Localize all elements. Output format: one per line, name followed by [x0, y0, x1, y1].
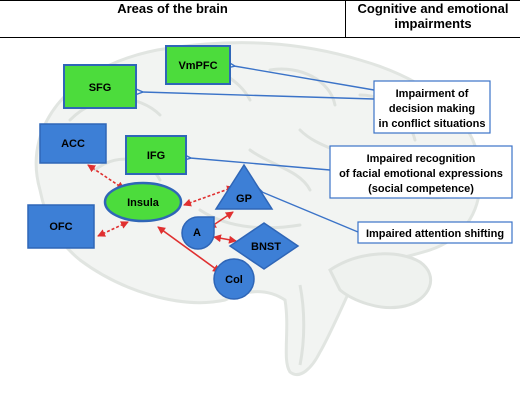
arrow-recognition-to-ifg [190, 158, 331, 171]
region-sfg-label: SFG [89, 82, 112, 94]
region-ofc: OFC [27, 204, 95, 249]
note-recognition-line3: (social competence) [368, 183, 474, 195]
region-vmpfc: VmPFC [165, 45, 231, 85]
header-impairments: Cognitive and emotional impairments [346, 0, 520, 37]
note-decision-line2: decision making [389, 103, 475, 115]
note-decision-making: Impairment of decision making in conflic… [373, 80, 491, 134]
note-decision-line3: in conflict situations [379, 118, 486, 130]
link-ofc-insula [97, 221, 129, 237]
region-vmpfc-label: VmPFC [178, 60, 217, 72]
header-left-text: Areas of the brain [117, 1, 228, 16]
arrow-decision-to-sfg [142, 92, 375, 100]
region-gp: GP [214, 163, 274, 210]
note-recognition-line2: of facial emotional expressions [339, 168, 503, 180]
region-ifg-label: IFG [147, 150, 165, 162]
region-col: Col [213, 258, 255, 300]
region-acc-label: ACC [61, 138, 85, 150]
region-insula-label: Insula [127, 197, 160, 209]
note-attention-line1: Impaired attention shifting [366, 228, 504, 240]
region-ifg: IFG [125, 135, 187, 175]
region-insula: Insula [103, 181, 183, 223]
region-a-label: A [193, 227, 201, 239]
region-acc: ACC [39, 123, 107, 164]
note-attention-shifting: Impaired attention shifting [357, 221, 513, 244]
note-recognition-line1: Impaired recognition [367, 153, 476, 165]
link-insula-gp [183, 185, 235, 207]
link-insula-col [157, 226, 221, 273]
region-gp-label: GP [236, 193, 252, 205]
region-amygdala: A [181, 216, 215, 250]
region-sfg: SFG [63, 64, 137, 109]
header-areas-of-brain: Areas of the brain [0, 0, 346, 37]
region-bnst: BNST [228, 222, 300, 270]
link-acc-insula [87, 164, 125, 190]
arrow-decision-to-vmpfc [234, 66, 375, 91]
header-right-line1: Cognitive and emotional [357, 1, 509, 16]
region-col-label: Col [225, 274, 243, 286]
region-ofc-label: OFC [49, 221, 72, 233]
arrow-attention-to-gp [262, 192, 359, 233]
note-facial-recognition: Impaired recognition of facial emotional… [329, 145, 513, 199]
header-right-text: Cognitive and emotional impairments [358, 1, 509, 31]
header-bottom-border [0, 37, 520, 38]
region-bnst-label: BNST [251, 241, 281, 253]
note-decision-line1: Impairment of [396, 88, 469, 100]
table-top-border [0, 0, 520, 1]
impairment-arrows [142, 66, 375, 233]
header-right-line2: impairments [394, 16, 472, 31]
